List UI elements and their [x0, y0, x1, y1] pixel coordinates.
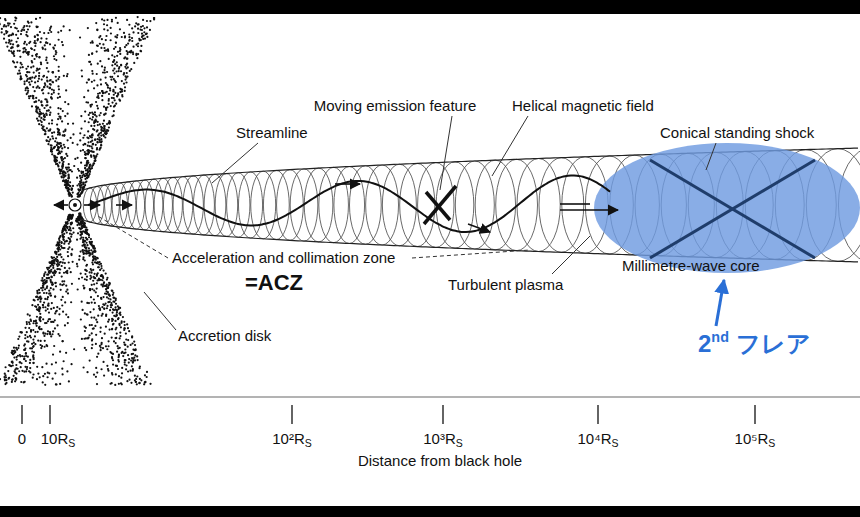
leader-lines — [96, 116, 716, 330]
axis-ticks — [22, 405, 755, 424]
tick-label: 0 — [18, 430, 26, 447]
standing-shock-mark — [650, 160, 815, 258]
core-label: Millimetre-wave core — [622, 257, 760, 274]
field-label: Helical magnetic field — [512, 97, 654, 114]
accretion-disk — [0, 16, 155, 386]
zone-label: Acceleration and collimation zone — [172, 249, 395, 266]
black-hole — [69, 199, 81, 211]
tick-label: 10²RS — [272, 430, 312, 447]
acronym-label: =ACZ — [245, 270, 303, 295]
axis-title: Distance from black hole — [358, 452, 522, 469]
feature-label: Moving emission feature — [314, 97, 477, 114]
flare-region — [594, 143, 860, 273]
separator — [0, 396, 860, 398]
shock-label: Conical standing shock — [660, 124, 814, 141]
tick-label: 10⁵RS — [735, 430, 776, 447]
black-hole — [73, 203, 77, 207]
tick-label: 10⁴RS — [578, 430, 619, 447]
streamline — [88, 175, 610, 232]
disk-label: Accretion disk — [178, 327, 271, 344]
flare-arrow — [716, 280, 724, 326]
tick-label: 10³RS — [423, 430, 463, 447]
plasma-label: Turbulent plasma — [448, 276, 563, 293]
flare-label: 2nd フレア — [698, 330, 811, 358]
moving-feature-mark — [424, 186, 456, 224]
flow-arrows — [54, 184, 618, 232]
tick-label: 10RS — [41, 430, 76, 447]
panel-ground — [0, 14, 860, 506]
streamline-label: Streamline — [236, 124, 308, 141]
